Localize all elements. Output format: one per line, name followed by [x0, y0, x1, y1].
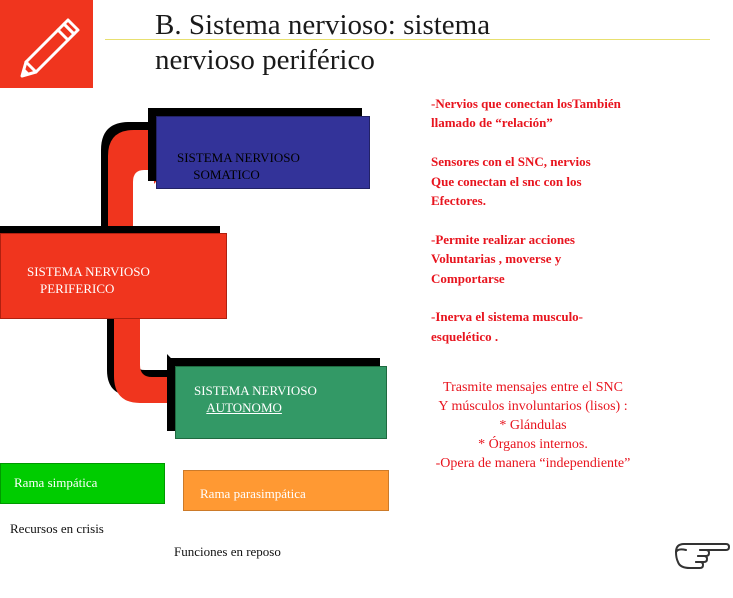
autonomo-description-line: * Glándulas [499, 418, 567, 433]
pointing-hand-icon[interactable] [672, 538, 730, 578]
pencil-icon [20, 18, 80, 78]
somatico-description-line [431, 210, 711, 229]
simpatica-label: Rama simpática [14, 475, 98, 490]
somatico-description-line: Comportarse [431, 270, 505, 286]
somatico-description-line: Sensores con el SNC, nervios [431, 154, 591, 170]
somatico-description-line: Voluntarias , moverse y [431, 251, 562, 267]
autonomo-box: SISTEMA NERVIOSO AUTONOMO [175, 366, 387, 439]
autonomo-description-line: -Opera de manera “independiente” [435, 456, 631, 471]
autonomo-description-line: Y músculos involuntarios (lisos) : [438, 399, 628, 414]
somatico-description-line: -Permite realizar acciones [431, 231, 575, 247]
autonomo-description: Trasmite mensajes entre el SNC Y músculos… [383, 378, 683, 473]
somatico-description-line [431, 288, 711, 307]
somatico-description-line [431, 133, 711, 152]
somatico-description: -Nervios que conectan losTambién llamado … [431, 94, 711, 346]
somatico-description-line: Efectores. [431, 193, 486, 209]
somatico-box: SISTEMA NERVIOSO SOMATICO [156, 116, 370, 189]
pencil-icon-tile [0, 0, 93, 88]
simpatica-caption: Recursos en crisis [10, 521, 104, 536]
simpatica-box: Rama simpática [0, 463, 165, 504]
somatico-description-line: esquelético . [431, 328, 499, 344]
autonomo-line2: AUTONOMO [206, 400, 282, 415]
autonomo-line1: SISTEMA NERVIOSO [194, 383, 317, 398]
periferico-line1: SISTEMA NERVIOSO [27, 264, 150, 279]
autonomo-description-line: * Órganos internos. [478, 437, 588, 452]
somatico-description-line: -Nervios que conectan losTambién [431, 96, 621, 111]
title-underline [105, 39, 710, 40]
parasimpatica-box: Rama parasimpática [183, 470, 389, 511]
somatico-description-line: Que conectan el snc con los [431, 173, 582, 189]
parasimpatica-label: Rama parasimpática [200, 486, 306, 501]
somatico-description-line: -Inerva el sistema musculo- [431, 309, 584, 325]
somatico-line2: SOMATICO [193, 167, 260, 182]
autonomo-description-line: Trasmite mensajes entre el SNC [443, 380, 623, 395]
somatico-line1: SISTEMA NERVIOSO [177, 150, 300, 165]
periferico-box: SISTEMA NERVIOSO PERIFERICO [0, 233, 227, 319]
somatico-description-line: llamado de “relación” [431, 115, 553, 131]
parasimpatica-caption: Funciones en reposo [174, 544, 281, 559]
periferico-line2: PERIFERICO [40, 281, 115, 296]
page-title: B. Sistema nervioso: sistema nervioso pe… [155, 9, 491, 76]
